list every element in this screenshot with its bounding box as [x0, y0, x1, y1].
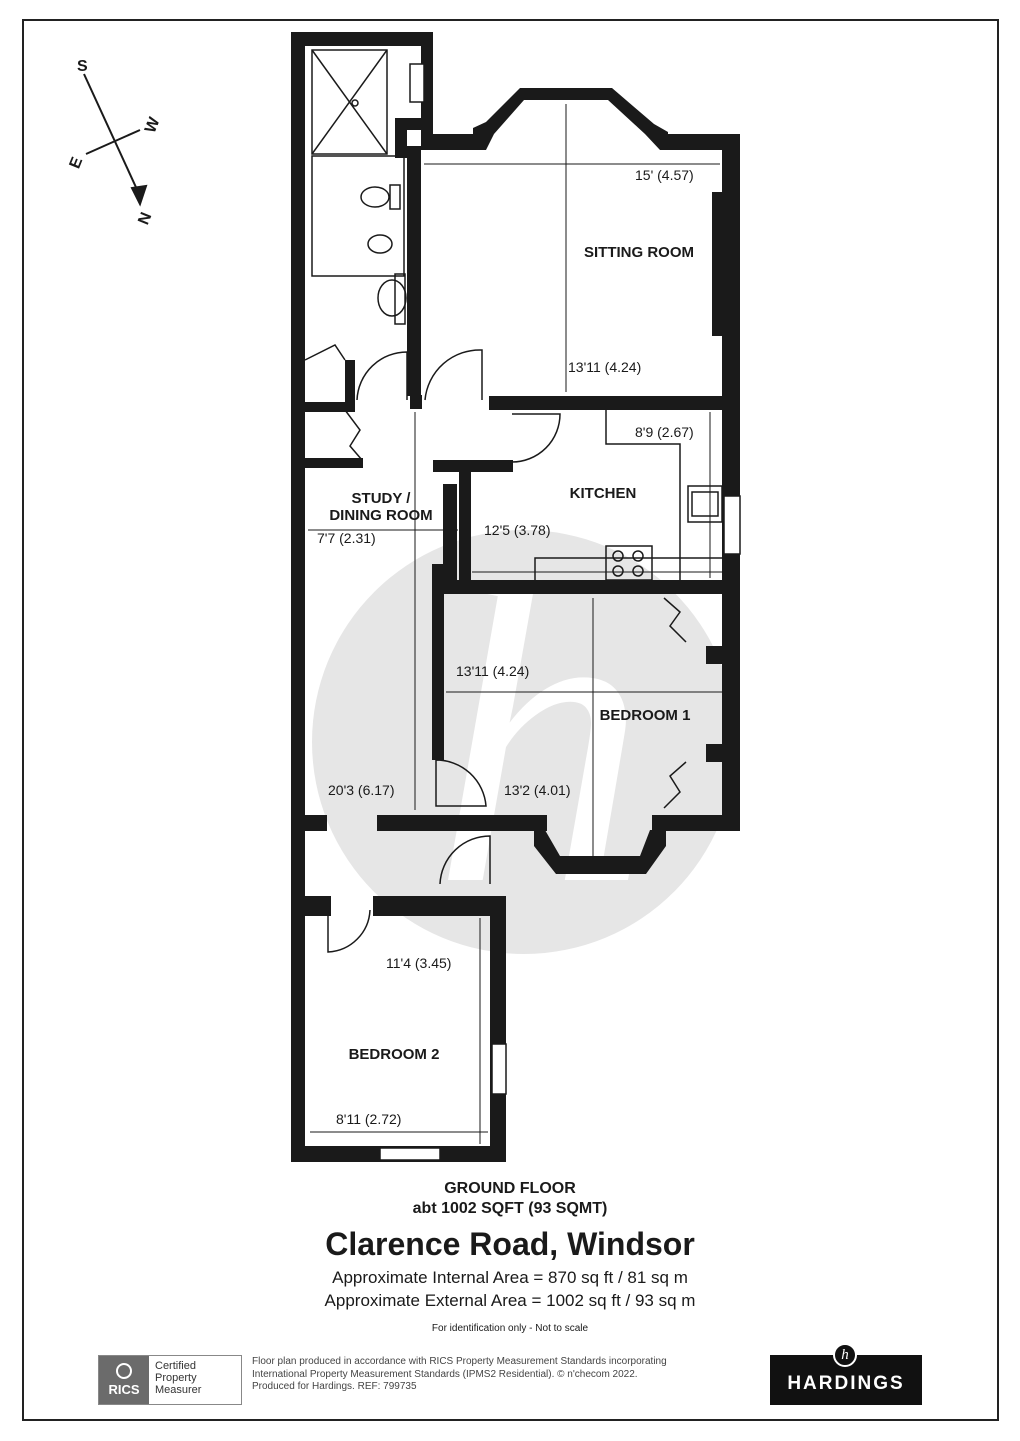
- basin: [377, 279, 407, 317]
- kitchen-fixtures: [534, 410, 723, 581]
- hardings-name: HARDINGS: [787, 1373, 905, 1394]
- bedroom2-length: 8'11 (2.72): [336, 1111, 401, 1127]
- property-address: Clarence Road, Windsor: [325, 1226, 695, 1262]
- kitchen-width: 8'9 (2.67): [635, 424, 694, 440]
- hob: [605, 545, 653, 581]
- external-area: Approximate External Area = 1002 sq ft /…: [324, 1291, 696, 1310]
- windows: [379, 63, 741, 1161]
- hardings-logo: h HARDINGS: [770, 1343, 922, 1405]
- bidet: [367, 234, 393, 254]
- compass-north-label: N: [135, 210, 155, 227]
- sitting-room-length: 13'11 (4.24): [568, 359, 641, 375]
- study-length: 20'3 (6.17): [328, 782, 395, 798]
- compass-west-label: W: [142, 114, 164, 135]
- area-summary: Approximate Internal Area = 870 sq ft / …: [0, 1266, 1020, 1312]
- floor-area: abt 1002 SQFT (93 SQMT): [412, 1200, 608, 1217]
- internal-area: Approximate Internal Area = 870 sq ft / …: [332, 1268, 688, 1287]
- floor-label: GROUND FLOOR: [444, 1180, 576, 1197]
- rics-globe-icon: [116, 1363, 132, 1379]
- bedroom2-label: BEDROOM 2: [349, 1046, 440, 1063]
- rics-certification-text: Certified Property Measurer: [155, 1360, 202, 1396]
- measurement-disclaimer: Floor plan produced in accordance with R…: [252, 1356, 667, 1392]
- bedroom1-width: 13'11 (4.24): [456, 663, 529, 679]
- bedroom1-length: 13'2 (4.01): [504, 782, 571, 798]
- sitting-room-width: 15' (4.57): [635, 167, 694, 183]
- kitchen-label: KITCHEN: [570, 485, 637, 502]
- bedroom1-label: BEDROOM 1: [600, 707, 691, 724]
- bedroom2-width: 11'4 (3.45): [386, 955, 451, 971]
- rics-certified-badge: RICS Certified Property Measurer: [98, 1355, 242, 1405]
- page-border: [22, 19, 999, 1421]
- compass-south-label: S: [77, 58, 88, 75]
- compass-rose: S W E N: [67, 58, 164, 227]
- study-label-line1: STUDY /: [352, 490, 412, 507]
- study-label-line2: DINING ROOM: [329, 507, 432, 524]
- toilet: [360, 186, 390, 208]
- shower-tray: [311, 49, 388, 155]
- dimension-lines: [308, 104, 722, 1144]
- walls: [291, 32, 740, 1162]
- compass-east-label: E: [67, 155, 87, 172]
- identification-note: For identification only - Not to scale: [431, 1323, 589, 1334]
- bathroom-fixtures: [311, 49, 407, 325]
- hardings-h-mark-icon: h: [833, 1343, 857, 1367]
- kitchen-sink: [687, 485, 723, 523]
- sitting-room-label: SITTING ROOM: [584, 244, 694, 261]
- study-width: 7'7 (2.31): [317, 530, 376, 546]
- rics-logo: RICS: [99, 1356, 149, 1404]
- door-swings: [304, 344, 687, 953]
- kitchen-length: 12'5 (3.78): [484, 522, 551, 538]
